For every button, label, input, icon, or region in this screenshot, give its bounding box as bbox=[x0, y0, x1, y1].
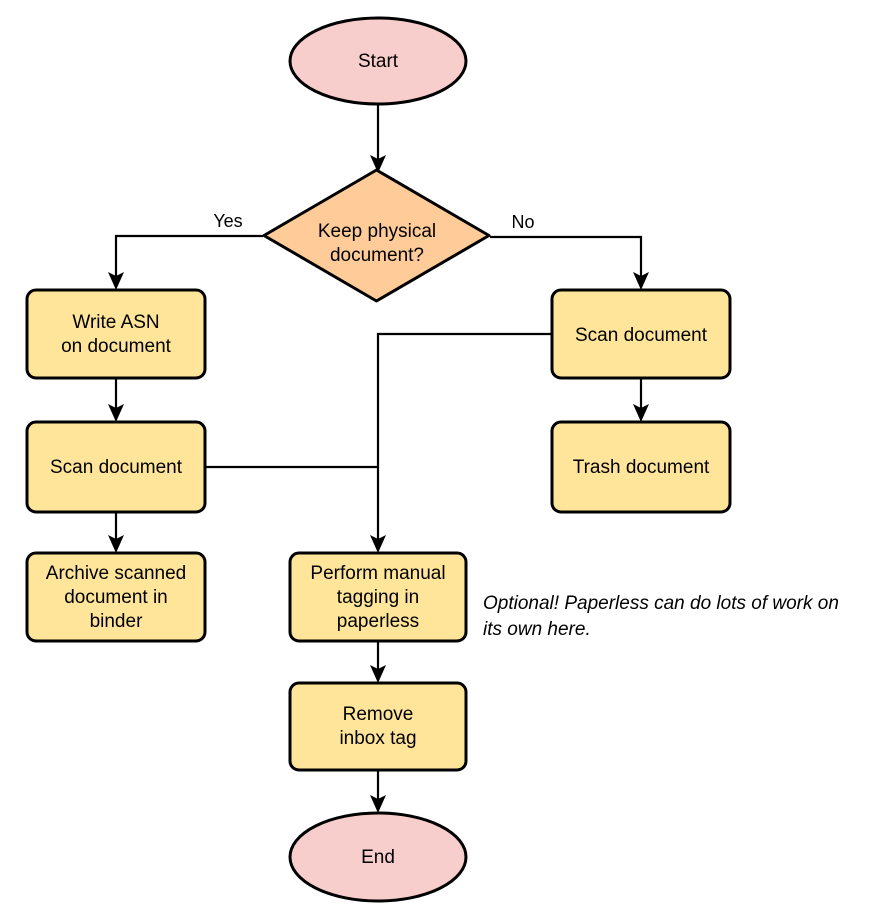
node-end-label: End bbox=[361, 847, 395, 868]
edge-scan-left-to-archive bbox=[108, 512, 124, 553]
arrowhead-icon bbox=[108, 404, 124, 422]
arrowhead-icon bbox=[370, 535, 386, 553]
edge-label-no: No bbox=[511, 212, 534, 232]
node-perform-manual-tagging[interactable]: Perform manual tagging in paperless bbox=[288, 551, 468, 643]
node-write-asn-on-document[interactable]: Write ASN on document bbox=[25, 288, 207, 380]
node-scan-left-label: Scan document bbox=[50, 457, 183, 478]
node-archive-label-line3: binder bbox=[90, 611, 143, 632]
edge-line bbox=[376, 332, 552, 543]
edge-decision-yes-to-write-asn bbox=[108, 234, 263, 290]
node-manual-tagging-label-line3: paperless bbox=[337, 611, 419, 632]
node-remove-inbox-label-line1: Remove bbox=[343, 704, 414, 725]
trash-document-box[interactable] bbox=[550, 420, 732, 514]
archive-box[interactable] bbox=[25, 551, 207, 643]
edge-line bbox=[114, 234, 263, 280]
edge-start-to-decision bbox=[370, 104, 386, 173]
edge-line bbox=[490, 235, 643, 280]
scan-document-right-box[interactable] bbox=[550, 288, 732, 380]
arrowhead-icon bbox=[633, 272, 649, 290]
node-manual-tagging-label-line2: tagging in bbox=[337, 587, 419, 608]
write-asn-box[interactable] bbox=[25, 288, 207, 380]
node-scan-right-label: Scan document bbox=[575, 325, 708, 346]
end-ellipse[interactable] bbox=[288, 811, 468, 903]
arrowhead-icon bbox=[108, 535, 124, 553]
node-scan-document-left[interactable]: Scan document bbox=[25, 420, 207, 514]
node-remove-inbox-tag[interactable]: Remove inbox tag bbox=[288, 681, 468, 772]
node-scan-document-right[interactable]: Scan document bbox=[550, 288, 732, 380]
decision-diamond[interactable] bbox=[262, 168, 491, 303]
node-trash-document[interactable]: Trash document bbox=[550, 420, 732, 514]
arrowhead-icon bbox=[370, 155, 386, 173]
node-archive-label-line1: Archive scanned bbox=[46, 563, 186, 584]
manual-tagging-box[interactable] bbox=[288, 551, 468, 643]
node-write-asn-label-line1: Write ASN bbox=[72, 312, 159, 333]
node-trash-label: Trash document bbox=[573, 457, 710, 478]
annotation-line1: Optional! Paperless can do lots of work … bbox=[483, 593, 839, 614]
node-archive-label-line2: document in bbox=[64, 587, 168, 608]
annotation-line2: its own here. bbox=[483, 619, 591, 640]
edge-scan-right-to-trash bbox=[633, 378, 649, 422]
edge-manual-tagging-to-remove-inbox bbox=[370, 640, 386, 683]
node-write-asn-label-line2: on document bbox=[61, 336, 172, 357]
node-decision-label-line1: Keep physical bbox=[318, 221, 436, 242]
node-decision-label-line2: document? bbox=[330, 245, 424, 266]
edge-write-asn-to-scan-left bbox=[108, 378, 124, 422]
edge-decision-no-to-scan-right bbox=[490, 235, 649, 290]
node-start[interactable]: Start bbox=[288, 16, 468, 106]
annotation-optional-paperless: Optional! Paperless can do lots of work … bbox=[483, 593, 839, 640]
edge-remove-inbox-to-end bbox=[370, 770, 386, 813]
arrowhead-icon bbox=[370, 665, 386, 683]
scan-document-left-box[interactable] bbox=[25, 420, 207, 514]
node-remove-inbox-label-line2: inbox tag bbox=[339, 728, 416, 749]
remove-inbox-tag-box[interactable] bbox=[288, 681, 468, 772]
edge-label-yes: Yes bbox=[213, 211, 242, 231]
arrowhead-icon bbox=[370, 795, 386, 813]
node-archive-scanned-document[interactable]: Archive scanned document in binder bbox=[25, 551, 207, 643]
node-start-label: Start bbox=[358, 51, 399, 72]
node-decision-keep-physical-document[interactable]: Keep physical document? bbox=[262, 168, 491, 303]
arrowhead-icon bbox=[108, 272, 124, 290]
edge-scan-right-to-manual-tagging bbox=[370, 332, 552, 553]
node-end[interactable]: End bbox=[288, 811, 468, 903]
arrowhead-icon bbox=[633, 404, 649, 422]
start-ellipse[interactable] bbox=[288, 16, 468, 106]
node-manual-tagging-label-line1: Perform manual bbox=[310, 563, 445, 584]
